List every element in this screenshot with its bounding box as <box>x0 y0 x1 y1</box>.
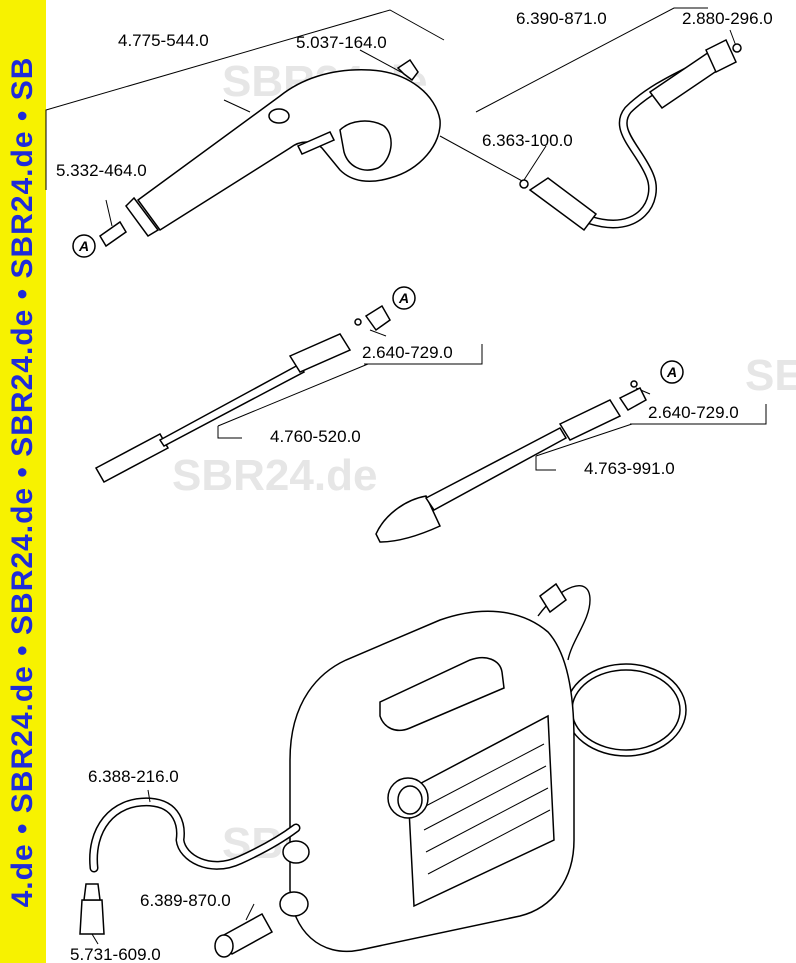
trigger-lock-part <box>396 58 419 82</box>
watermark-4: SE <box>745 351 796 400</box>
lance-tube-part <box>158 362 305 447</box>
gun-oring-part <box>519 179 529 189</box>
label-gun-body: 4.775-544.0 <box>118 31 209 50</box>
gun-oring-leader-line <box>439 135 525 183</box>
vent-slat-4 <box>427 809 551 875</box>
label-suction-filter: 5.731-609.0 <box>70 945 161 963</box>
callout-circle-gun <box>72 234 96 258</box>
lance-grip-part <box>94 432 170 484</box>
gun-bracket-line <box>45 9 445 190</box>
suction-hose-leader <box>147 789 151 803</box>
oring-pointer-line <box>523 145 547 181</box>
callout-letter-lance-1: A <box>398 290 409 306</box>
hose-oring-part <box>732 43 742 53</box>
hose-bracket-line <box>475 7 708 113</box>
power-switch-center <box>397 785 423 815</box>
gun-body-part <box>136 69 441 232</box>
hose-group <box>439 7 742 232</box>
connector-leader-line <box>245 903 255 921</box>
rotary-grip-part <box>558 399 622 441</box>
callout-letter-lance-2: A <box>666 364 677 380</box>
watermark-2: SBR24.de <box>172 451 377 500</box>
lance-oring-bracket-1 <box>364 344 483 365</box>
rotary-lance-group: A <box>375 360 767 543</box>
spray-gun-group: A <box>45 9 445 258</box>
label-lance-oring-1: 2.640-729.0 <box>362 343 453 362</box>
filter-leader-line <box>105 199 113 227</box>
lance-nozzle-end-part <box>288 333 352 373</box>
suction-filter-neck-part <box>83 883 101 901</box>
label-gun-oring: 6.363-100.0 <box>482 131 573 150</box>
rotary-bracket-left <box>535 456 556 471</box>
hose-nut-part <box>705 38 737 74</box>
spray-lance-group: A <box>94 286 483 484</box>
rotary-nozzle-head-part <box>375 495 442 543</box>
gun-filter-part <box>98 220 128 248</box>
vent-slat-1 <box>421 743 545 809</box>
cord-coil-inner-part <box>571 669 681 751</box>
label-hose-assembly: 6.390-871.0 <box>516 9 607 28</box>
water-connector-end <box>214 934 234 958</box>
gun-slot-part <box>296 131 336 155</box>
machine-handle-part <box>379 656 505 732</box>
gun-valve-part <box>268 108 290 124</box>
label-spray-lance: 4.760-520.0 <box>270 427 361 446</box>
callout-circle-lance-2 <box>660 360 684 384</box>
label-rotary-lance: 4.763-991.0 <box>584 459 675 478</box>
lance-bracket-diagonal <box>217 363 369 427</box>
lance-nozzle-tip-part <box>364 304 391 332</box>
hose-oring-leader-line <box>729 29 737 47</box>
rotary-oring-part <box>630 380 638 388</box>
label-suction-hose: 6.388-216.0 <box>88 767 179 786</box>
machine-outlet-coupling <box>282 840 310 864</box>
machine-inlet-coupling <box>279 891 309 917</box>
rotary-nozzle-tip-part <box>618 386 647 411</box>
suction-filter-part <box>79 899 105 935</box>
rotary-tube-part <box>424 427 568 511</box>
gun-inlet-part <box>125 196 160 237</box>
label-water-connector: 6.389-870.0 <box>140 891 231 910</box>
vent-slat-3 <box>425 787 549 853</box>
machine-group <box>79 582 687 958</box>
lance-bracket-left <box>217 426 242 439</box>
vent-slat-2 <box>423 765 547 831</box>
suction-filter-leader <box>91 933 99 945</box>
callout-circle-lance-1 <box>392 286 416 310</box>
lance-oring-part-1 <box>354 318 362 326</box>
label-trigger-lock: 5.037-164.0 <box>296 33 387 52</box>
lance-oring-leader-1 <box>369 329 387 337</box>
rotary-oring-bracket <box>630 404 767 425</box>
callout-letter-gun: A <box>78 238 89 254</box>
hose-gun-fitting-part <box>528 177 598 232</box>
rotary-bracket-diagonal <box>535 423 633 457</box>
label-hose-oring: 2.880-296.0 <box>682 9 773 28</box>
machine-front-panel-part <box>407 714 555 908</box>
label-gun-filter: 5.332-464.0 <box>56 161 147 180</box>
suction-hose-fill <box>90 798 299 871</box>
label-lance-oring-2: 2.640-729.0 <box>648 403 739 422</box>
gun-trigger-part <box>339 120 392 171</box>
cord-strain-relief-part <box>538 582 568 614</box>
gun-leader-line <box>223 99 251 113</box>
side-watermark-band: 4.de • SBR24.de • SBR24.de • SBR24.de • … <box>0 0 46 963</box>
